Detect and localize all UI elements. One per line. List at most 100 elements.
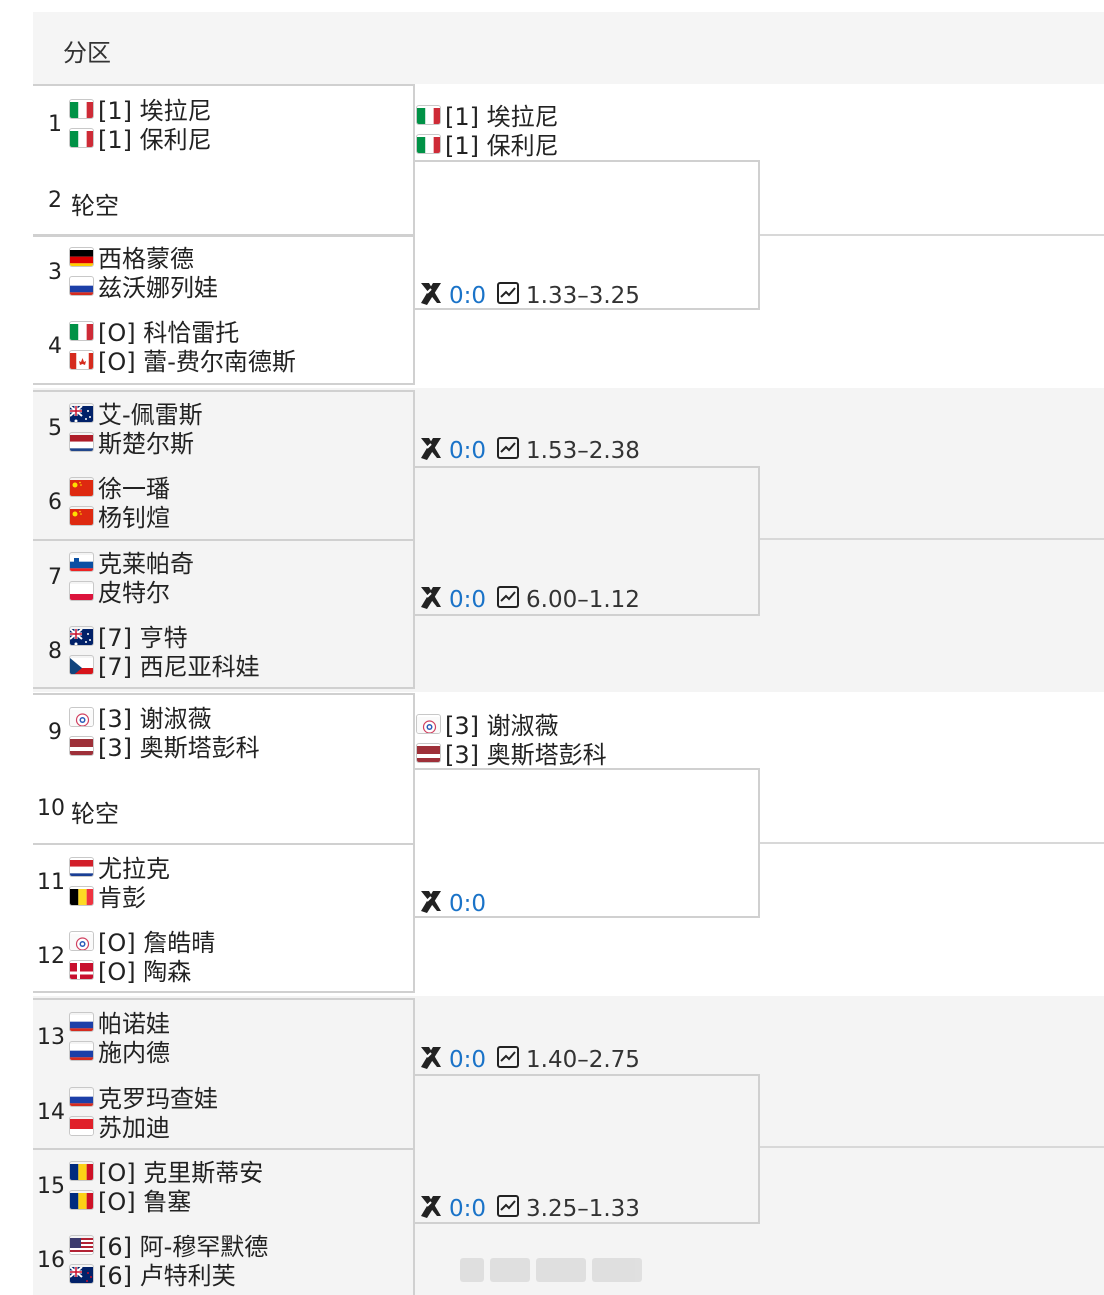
round3-connector: [760, 842, 1104, 844]
player-name[interactable]: [6] 阿-穆罕默德: [69, 1230, 268, 1261]
flag-icon: [416, 742, 441, 763]
flag-icon: [69, 1160, 94, 1181]
group-band: [33, 996, 1104, 1295]
player-name[interactable]: 肯彭: [69, 881, 146, 912]
player-label: [O] 鲁塞: [98, 1188, 192, 1216]
player-label: 施内德: [98, 1039, 170, 1067]
match-box: [33, 235, 415, 385]
player-name[interactable]: 徐一璠: [69, 472, 170, 503]
flag-icon: [69, 127, 94, 148]
section-title: 分区: [63, 39, 111, 67]
player-name[interactable]: 帕诺娃: [69, 1007, 170, 1038]
match-info[interactable]: 0:0 6.00–1.12: [417, 586, 640, 614]
flag-icon: [69, 275, 94, 296]
match-info[interactable]: 0:0 1.53–2.38: [417, 437, 640, 465]
player-name[interactable]: [1] 埃拉尼: [69, 94, 212, 125]
flag-icon: [69, 1234, 94, 1255]
head-to-head-link[interactable]: 0:0: [449, 891, 487, 917]
odds-value: 6.00–1.12: [526, 587, 640, 613]
player-label: 兹沃娜列娃: [98, 274, 218, 302]
player-name[interactable]: [1] 保利尼: [416, 129, 559, 160]
match-info[interactable]: 0:0: [417, 890, 496, 918]
slot-number: 15: [37, 1174, 65, 1199]
match-box: [33, 843, 415, 993]
player-label: 斯楚尔斯: [98, 430, 194, 458]
player-name[interactable]: 斯楚尔斯: [69, 427, 194, 458]
bye-label: 轮空: [71, 192, 119, 220]
crossed-rackets-icon: [417, 583, 445, 617]
player-name[interactable]: [3] 谢淑薇: [416, 709, 607, 740]
head-to-head-link[interactable]: 0:0: [449, 1196, 487, 1222]
round2-connector: [415, 160, 760, 310]
flag-icon: [69, 431, 94, 452]
player-name[interactable]: 西格蒙德: [69, 242, 194, 273]
player-label: [7] 亨特: [98, 624, 188, 652]
slot-number: 10: [37, 796, 65, 821]
flag-icon: [69, 98, 94, 119]
player-name[interactable]: 皮特尔: [69, 576, 170, 607]
match-box: [33, 1148, 415, 1295]
player-name[interactable]: 施内德: [69, 1036, 170, 1067]
player-label: [O] 克里斯蒂安: [98, 1159, 264, 1187]
player-label: [3] 谢淑薇: [445, 712, 559, 740]
slot-number: 16: [37, 1248, 65, 1273]
player-name[interactable]: [O] 克里斯蒂安: [69, 1156, 264, 1187]
flag-icon: [416, 133, 441, 154]
player-label: [3] 谢淑薇: [98, 705, 212, 733]
player-label: [7] 西尼亚科娃: [98, 653, 260, 681]
player-name[interactable]: [3] 奥斯塔彭科: [416, 738, 607, 769]
player-name[interactable]: 克莱帕奇: [69, 547, 194, 578]
player-name[interactable]: [O] 科恰雷托: [69, 316, 239, 347]
player-name[interactable]: 艾-佩雷斯: [69, 398, 203, 429]
player-name[interactable]: [O] 陶森: [69, 955, 191, 986]
head-to-head-link[interactable]: 0:0: [449, 587, 487, 613]
player-name[interactable]: [O] 詹皓晴: [69, 926, 216, 957]
player-label: [1] 埃拉尼: [445, 103, 559, 131]
player-name[interactable]: [7] 亨特: [69, 621, 188, 652]
slot-number: 2: [48, 188, 62, 213]
player-label: 帕诺娃: [98, 1010, 170, 1038]
slot-number: 6: [48, 490, 62, 515]
player-name[interactable]: [6] 卢特利芙: [69, 1259, 236, 1290]
player-name[interactable]: 兹沃娜列娃: [69, 271, 218, 302]
head-to-head-link[interactable]: 0:0: [449, 1047, 487, 1073]
player-name[interactable]: [O] 蕾-费尔南德斯: [69, 345, 296, 376]
advanced-pair[interactable]: [1] 埃拉尼[1] 保利尼: [416, 100, 559, 160]
player-name[interactable]: [1] 埃拉尼: [416, 100, 559, 131]
draw-slot: 12[O] 詹皓晴[O] 陶森: [33, 924, 413, 994]
player-name[interactable]: [1] 保利尼: [69, 123, 212, 154]
player-name[interactable]: 克罗玛查娃: [69, 1082, 218, 1113]
flag-icon: [69, 706, 94, 727]
draw-slot: 6 徐一璠杨钊煊: [33, 470, 413, 540]
player-label: 皮特尔: [98, 579, 170, 607]
flag-icon: [69, 654, 94, 675]
bye-label: 轮空: [71, 800, 119, 828]
head-to-head-link[interactable]: 0:0: [449, 283, 487, 309]
player-name[interactable]: 苏加迪: [69, 1111, 170, 1142]
flag-icon: [69, 476, 94, 497]
player-name[interactable]: [3] 奥斯塔彭科: [69, 731, 260, 762]
player-name[interactable]: [O] 鲁塞: [69, 1185, 192, 1216]
chart-icon: [496, 1045, 520, 1075]
flag-icon: [69, 402, 94, 423]
player-name[interactable]: [3] 谢淑薇: [69, 702, 212, 733]
flag-icon: [69, 959, 94, 980]
slot-number: 3: [48, 260, 62, 285]
player-name[interactable]: 杨钊煊: [69, 501, 170, 532]
slot-number: 8: [48, 639, 62, 664]
flag-icon: [69, 1011, 94, 1032]
match-box: [33, 539, 415, 689]
odds-value: 1.53–2.38: [526, 438, 640, 464]
crossed-rackets-icon: [417, 887, 445, 921]
player-name[interactable]: 尤拉克: [69, 852, 170, 883]
player-name[interactable]: [7] 西尼亚科娃: [69, 650, 260, 681]
head-to-head-link[interactable]: 0:0: [449, 438, 487, 464]
player-label: [O] 詹皓晴: [98, 929, 216, 957]
advanced-pair[interactable]: [3] 谢淑薇[3] 奥斯塔彭科: [416, 709, 607, 769]
